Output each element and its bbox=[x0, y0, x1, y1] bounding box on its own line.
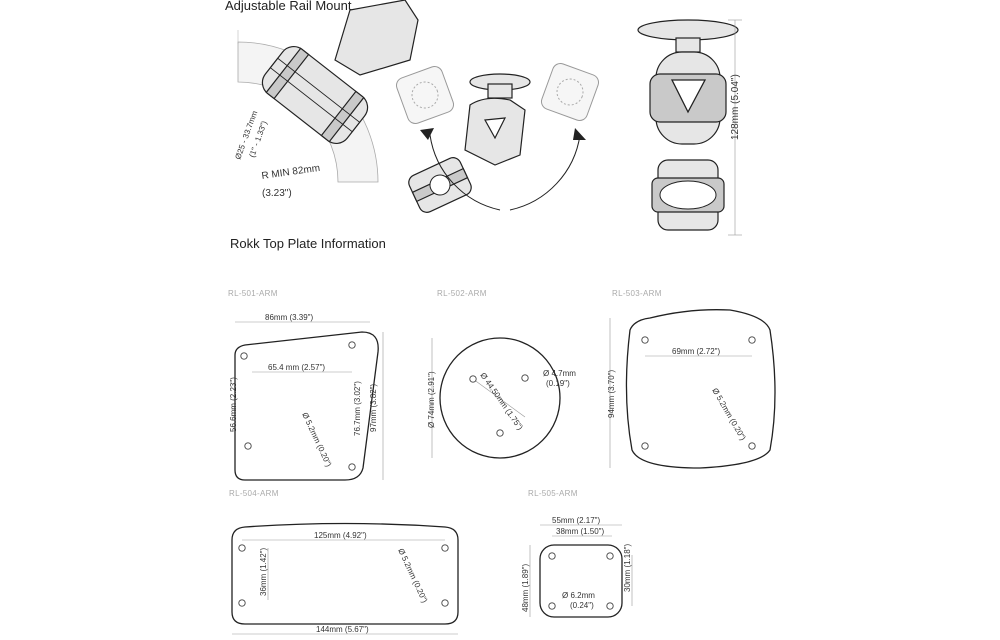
rl504-hole-spacing-label: 125mm (4.92") bbox=[314, 531, 367, 540]
rl505-hole-mm-label: Ø 6.2mm bbox=[562, 591, 595, 600]
rl501-hole-spacing-label: 65.4 mm (2.57") bbox=[268, 363, 325, 372]
plate-code-rl-502: RL-502-ARM bbox=[437, 289, 487, 298]
ghost-plate-right bbox=[540, 62, 600, 122]
rail-mount-rotation-view bbox=[395, 62, 600, 213]
rail-radius-in-label: (3.23") bbox=[262, 188, 292, 199]
rl505-hole-in-label: (0.24") bbox=[570, 601, 594, 610]
rail-mount-side-view: 128mm (5.04") bbox=[637, 19, 742, 236]
plate-code-rl-504: RL-504-ARM bbox=[229, 489, 279, 498]
rl501-left-height-label: 56.6mm (2.23") bbox=[229, 377, 238, 432]
rail-clamp bbox=[261, 45, 369, 145]
ghost-plate-left bbox=[395, 65, 455, 125]
plate-rl-505: RL-505-ARM 55mm (2.17") 38mm (1.50") 48m… bbox=[521, 489, 633, 618]
rl502-hole-in-label: (0.19") bbox=[546, 379, 570, 388]
plate-rl-503: RL-503-ARM 94mm (3.70") 69mm (2.72") Ø 5… bbox=[607, 289, 776, 469]
rl503-outline bbox=[625, 309, 776, 469]
rl501-inner-height-label: 76.7mm (3.02") bbox=[353, 381, 362, 436]
plate-code-rl-501: RL-501-ARM bbox=[228, 289, 278, 298]
rl502-diameter-label: Ø 74mm (2.91") bbox=[427, 371, 436, 428]
plate-code-rl-503: RL-503-ARM bbox=[612, 289, 662, 298]
rl505-inner-height-label: 30mm (1.18") bbox=[623, 543, 632, 592]
plate-code-rl-505: RL-505-ARM bbox=[528, 489, 578, 498]
rl505-height-label: 48mm (1.89") bbox=[521, 563, 530, 612]
rl501-width-label: 86mm (3.39") bbox=[265, 313, 314, 322]
heading-top-plate-information: Rokk Top Plate Information bbox=[230, 236, 386, 251]
rotating-clamp bbox=[408, 157, 472, 213]
rl502-hole-mm-label: Ø 4.7mm bbox=[543, 369, 576, 378]
rl504-inner-height-label: 36mm (1.42") bbox=[259, 547, 268, 596]
rl505-hole-spacing-label: 38mm (1.50") bbox=[556, 527, 605, 536]
rl505-outline bbox=[539, 544, 623, 618]
rl501-height-label: 97mm (3.82") bbox=[369, 383, 378, 432]
rl504-width-label: 144mm (5.67") bbox=[316, 625, 369, 634]
plate-rl-504: RL-504-ARM 125mm (4.92") 36mm (1.42") Ø … bbox=[229, 489, 459, 635]
rl505-width-label: 55mm (2.17") bbox=[552, 516, 601, 525]
side-base-disk bbox=[637, 19, 739, 41]
rail-radius-mm-label: R MIN 82mm bbox=[261, 163, 321, 182]
rl504-outline bbox=[231, 522, 459, 625]
rail-mount-clamp-view: Ø25 - 33.7mm (1" - 1.33") R MIN 82mm (3.… bbox=[233, 0, 419, 199]
rl503-height-label: 94mm (3.70") bbox=[607, 369, 616, 418]
rl502-outline bbox=[439, 337, 561, 459]
arm-segment bbox=[334, 0, 419, 76]
plate-rl-501: RL-501-ARM 86mm (3.39") 65.4 mm (2.57") … bbox=[228, 289, 384, 481]
mount-height-label: 128mm (5.04") bbox=[730, 74, 741, 140]
plate-rl-502: RL-502-ARM Ø 74mm (2.91") Ø 44.50mm (1.7… bbox=[427, 289, 576, 459]
rl503-hole-spacing-label: 69mm (2.72") bbox=[672, 347, 721, 356]
heading-adjustable-rail-mount: Adjustable Rail Mount bbox=[225, 0, 352, 13]
rl501-outline bbox=[234, 331, 379, 481]
